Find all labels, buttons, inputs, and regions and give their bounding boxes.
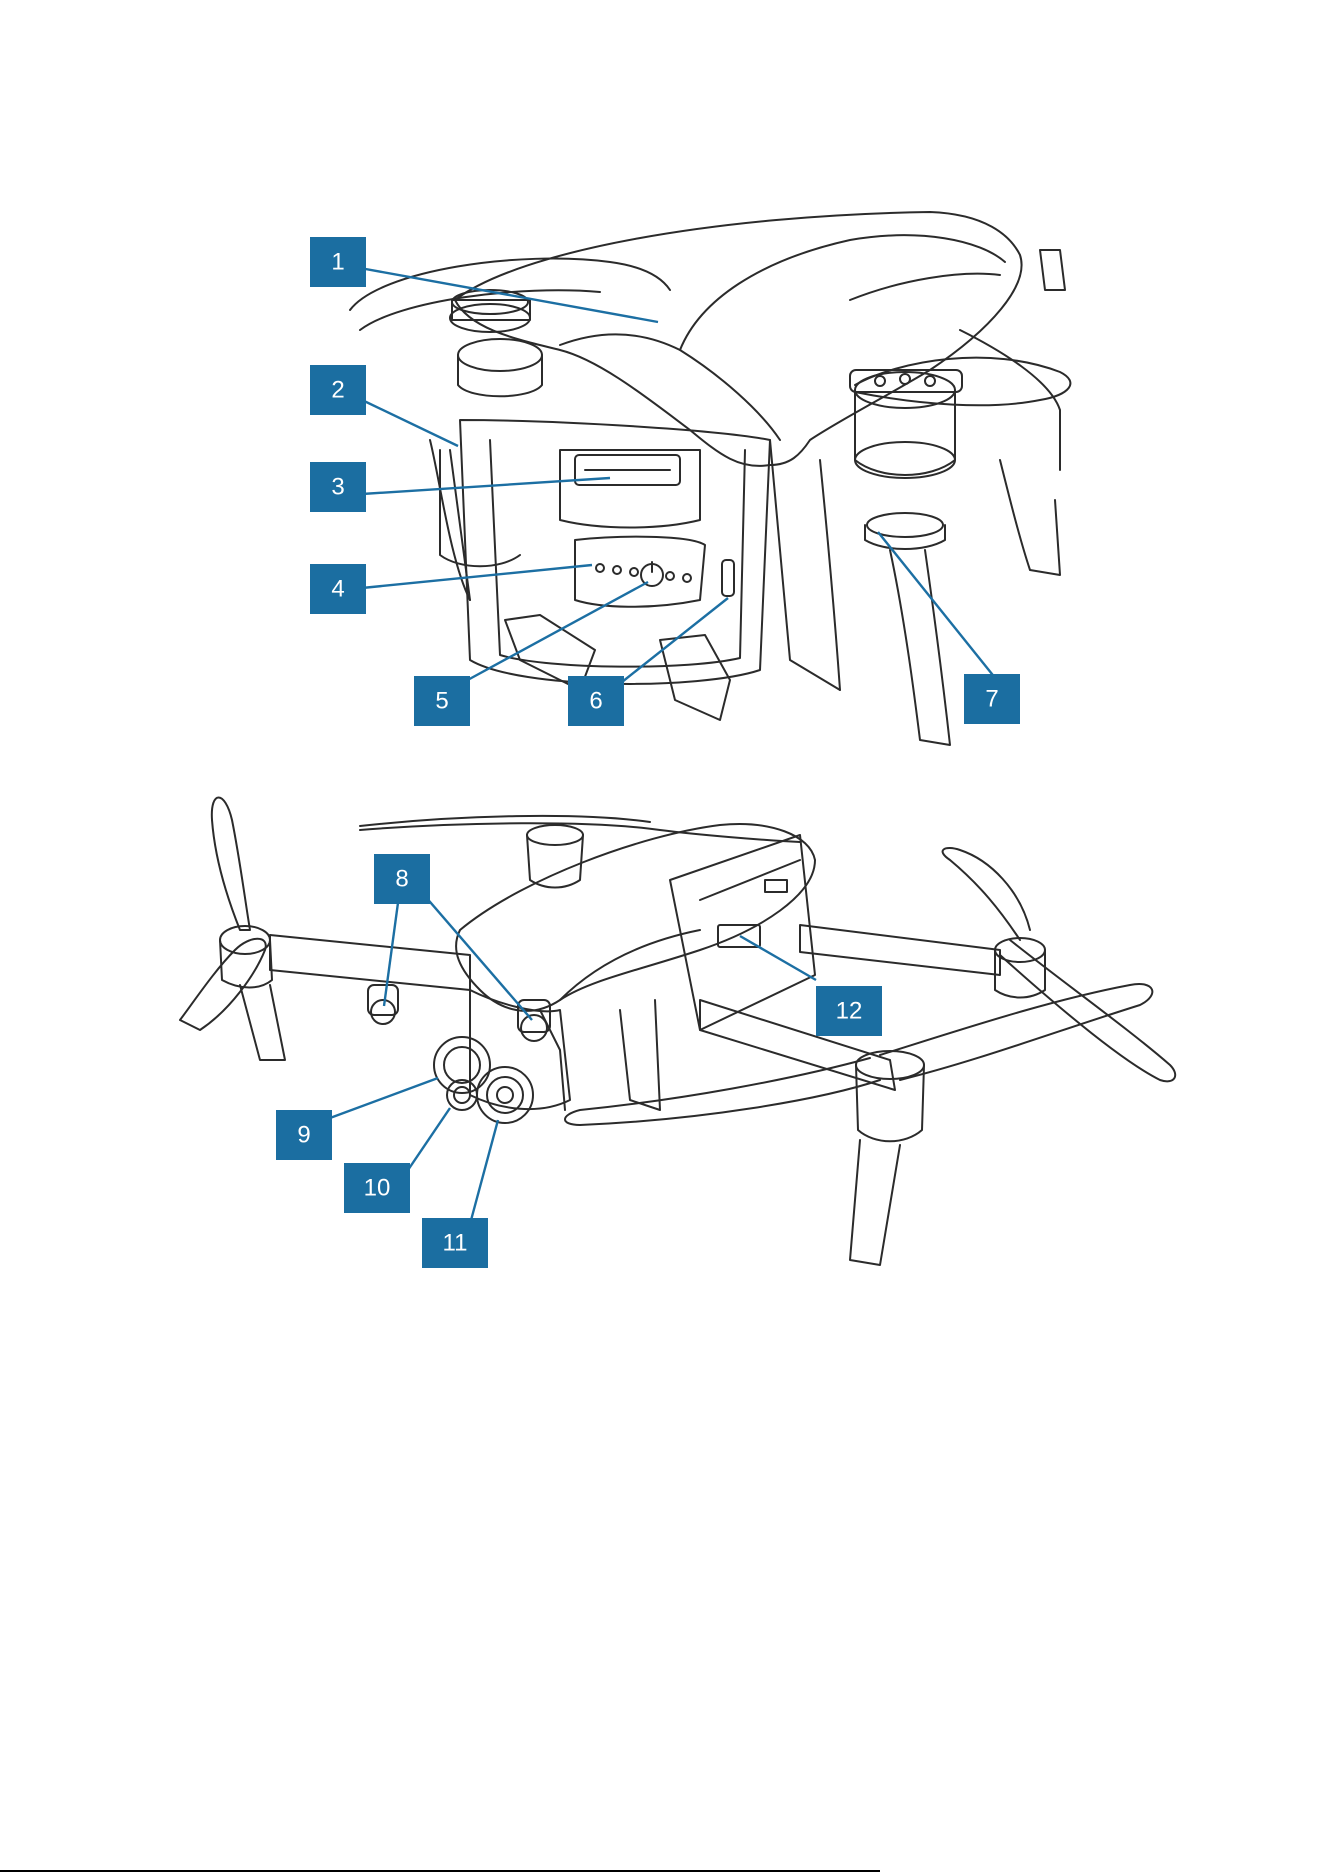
callout-12: 12 [816, 986, 882, 1036]
leader-7 [878, 532, 1000, 684]
callout-7-label: 7 [985, 686, 998, 713]
callout-5: 5 [414, 676, 470, 726]
callout-3-label: 3 [331, 474, 344, 501]
callout-8: 8 [374, 854, 430, 904]
leader-9 [330, 1078, 438, 1118]
leader-2 [362, 400, 458, 446]
drone-rear-view [350, 212, 1070, 745]
callout-10: 10 [344, 1163, 410, 1213]
callout-1: 1 [310, 237, 366, 287]
drone-front-view [180, 798, 1175, 1266]
callout-9-label: 9 [297, 1122, 310, 1149]
callout-6-label: 6 [589, 688, 602, 715]
leader-10 [408, 1108, 450, 1170]
callout-7: 7 [964, 674, 1020, 724]
callout-6: 6 [568, 676, 624, 726]
callout-2: 2 [310, 365, 366, 415]
callout-1-label: 1 [331, 249, 344, 276]
callout-4: 4 [310, 564, 366, 614]
leader-11 [470, 1120, 498, 1224]
callout-2-label: 2 [331, 377, 344, 404]
callout-5-label: 5 [435, 688, 448, 715]
leader-6 [622, 598, 728, 682]
callout-4-label: 4 [331, 576, 344, 603]
callout-8-label: 8 [395, 866, 408, 893]
callout-10-label: 10 [364, 1175, 391, 1202]
leader-12 [740, 936, 816, 980]
leader-3 [362, 478, 610, 494]
callout-12-label: 12 [836, 998, 863, 1025]
leader-1 [360, 268, 658, 322]
leader-4 [362, 565, 592, 588]
leader-8b [418, 888, 532, 1020]
callout-11-label: 11 [443, 1230, 468, 1257]
callout-3: 3 [310, 462, 366, 512]
callout-9: 9 [276, 1110, 332, 1160]
callout-11: 11 [422, 1218, 488, 1268]
